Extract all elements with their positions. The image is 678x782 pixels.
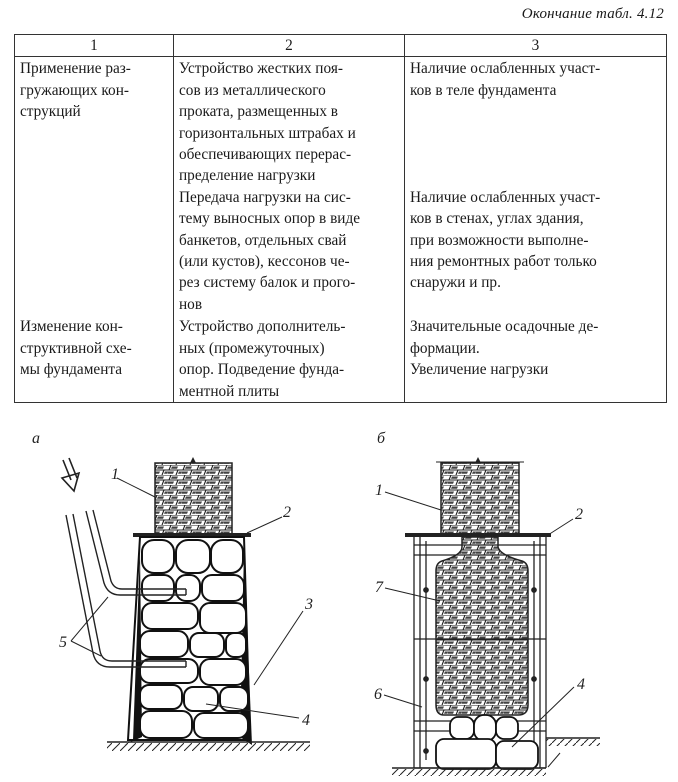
table-header-row: 1 2 3: [14, 33, 667, 58]
panel-b-drawing: б: [374, 430, 600, 776]
label-1: 1: [375, 482, 383, 499]
brick-wall: [154, 462, 233, 536]
brick-wall: [440, 462, 520, 536]
label-1: 1: [111, 466, 119, 483]
text-line: Изменение кон-: [20, 318, 123, 336]
text-line: Передача нагрузки на сис-: [179, 188, 351, 206]
text-line: при возможности выполне-: [410, 231, 589, 249]
text-line: тему выносных опор в виде: [179, 210, 361, 228]
text-line: ния ремонтных работ только: [410, 253, 597, 271]
ground-line: [107, 741, 310, 751]
column-header-2: 2: [173, 33, 405, 58]
text-line: горизонтальных штрабах и: [179, 124, 356, 142]
table-caption: Окончание табл. 4.12: [521, 6, 664, 22]
text-line: формации.: [410, 339, 480, 357]
implementation-cell: Устройство жестких поя- сов из металличе…: [173, 56, 405, 316]
reinforced-brick-core: [435, 536, 529, 716]
implementation-cell: Устройство дополнитель- ных (промежуточн…: [173, 315, 405, 403]
label-4: 4: [577, 676, 585, 693]
ground-line: [392, 737, 600, 776]
table-row: Изменение кон- структивной схе- мы фунда…: [14, 315, 667, 403]
text-line: Применение раз-: [20, 60, 131, 78]
injection-pipes: [65, 509, 187, 668]
method-cell: Применение раз- гружающих кон- струкций: [14, 56, 174, 316]
text-line: обеспечивающих перерас-: [179, 146, 352, 164]
label-7: 7: [375, 579, 384, 596]
spacer: [410, 101, 661, 187]
stones: [435, 714, 539, 770]
text-line: ков в теле фундамента: [410, 81, 557, 99]
leader-lines: [383, 491, 575, 748]
foundation-figure: а: [0, 415, 678, 777]
label-2: 2: [283, 504, 291, 521]
text-line: банкетов, отдельных свай: [179, 231, 347, 249]
belt-plate: [405, 533, 551, 537]
condition-cell: Наличие ослабленных участ- ков в теле фу…: [404, 56, 667, 316]
text-line: ков в стенах, углах здания,: [410, 210, 584, 228]
column-header-3: 3: [404, 33, 667, 58]
text-line: струкций: [20, 103, 81, 121]
text-line: пределение нагрузки: [179, 167, 316, 185]
text-line: мы фундамента: [20, 361, 123, 379]
text-line: проката, размещенных в: [179, 103, 339, 121]
text-line: Значительные осадочные де-: [410, 318, 599, 336]
text-line: ных (промежуточных): [179, 339, 325, 357]
leader-lines: [70, 477, 304, 719]
label-4: 4: [302, 712, 310, 729]
table-row: Применение раз- гружающих кон- струкций …: [14, 56, 667, 316]
text-line: Увеличение нагрузки: [410, 361, 549, 379]
text-line: гружающих кон-: [20, 81, 129, 99]
belt-plate: [133, 533, 251, 537]
column-header-1: 1: [14, 33, 174, 58]
text-line: Устройство дополнитель-: [179, 318, 346, 336]
method-cell: Изменение кон- структивной схе- мы фунда…: [14, 315, 174, 403]
text-line: Наличие ослабленных участ-: [410, 60, 601, 78]
text-line: Устройство жестких поя-: [179, 60, 343, 78]
text-line: ментной плиты: [179, 382, 280, 400]
condition-cell: Значительные осадочные де- формации. Уве…: [404, 315, 667, 403]
label-6: 6: [374, 686, 382, 703]
label-2: 2: [575, 506, 583, 523]
text-line: рез систему балок и прого-: [179, 274, 356, 292]
panel-a-drawing: а: [32, 430, 313, 751]
label-3: 3: [304, 596, 313, 613]
text-line: Наличие ослабленных участ-: [410, 188, 601, 206]
text-line: структивной схе-: [20, 339, 132, 357]
label-5: 5: [59, 634, 67, 651]
text-line: сов из металлического: [179, 81, 326, 99]
methods-table: 1 2 3 Применение раз- гружающих кон- стр…: [14, 33, 667, 403]
load-arrow-icon: [60, 457, 81, 493]
text-line: (или кустов), кессонов че-: [179, 253, 350, 271]
panel-a-letter: а: [32, 430, 40, 447]
panel-b-letter: б: [377, 430, 386, 447]
text-line: опор. Подведение фунда-: [179, 361, 345, 379]
text-line: нов: [179, 295, 203, 313]
text-line: снаружи и пр.: [410, 274, 501, 292]
